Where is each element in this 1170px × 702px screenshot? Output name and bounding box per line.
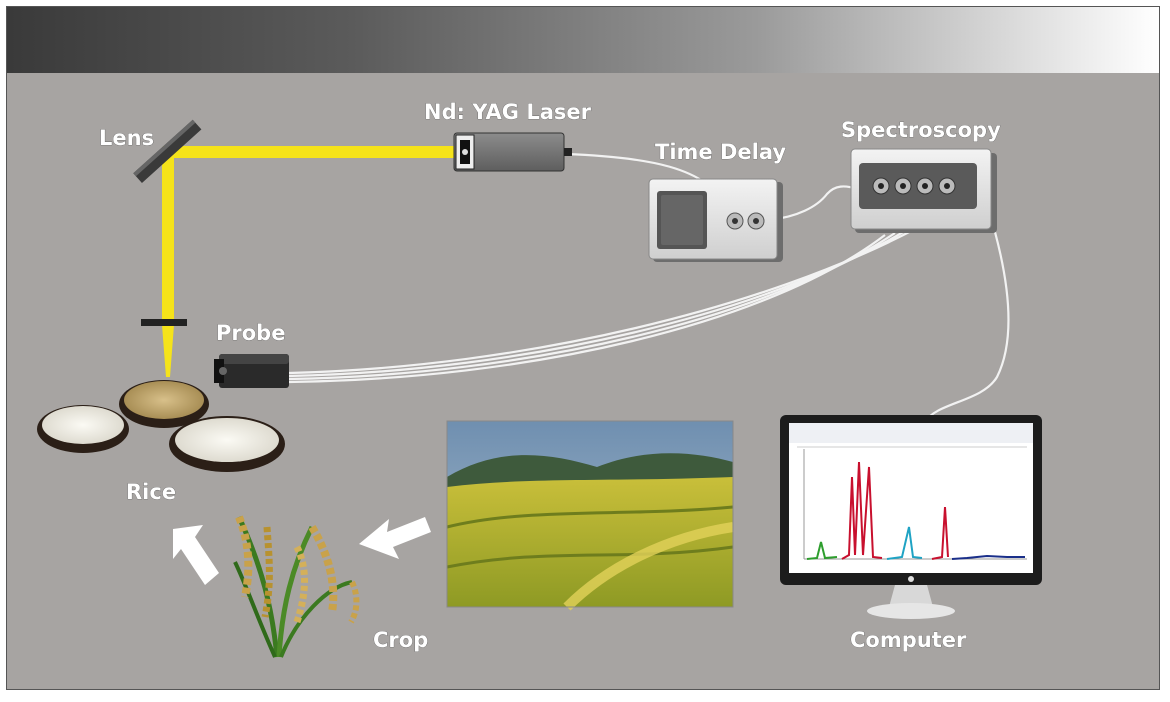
focus-lens-icon [141, 319, 187, 326]
header-bar [7, 7, 1159, 73]
spectrum-plot [806, 461, 1025, 560]
label-probe: Probe [216, 321, 285, 345]
rice-plant-icon [233, 515, 360, 658]
label-computer: Computer [850, 628, 967, 652]
label-rice: Rice [126, 480, 176, 504]
laser-icon [453, 132, 572, 172]
libs-setup-diagram: Lens Nd: YAG Laser Time Delay Spectrosco… [37, 100, 1042, 658]
lens-mirror-icon [133, 119, 202, 183]
fiber-cables [288, 152, 1010, 423]
laser-beam [162, 146, 458, 377]
rice-field-photo [446, 420, 734, 611]
label-time-delay: Time Delay [655, 140, 786, 164]
diagram-frame: Lens Nd: YAG Laser Time Delay Spectrosco… [6, 6, 1160, 690]
arrow-icon [173, 517, 431, 585]
spectrometer-icon [850, 148, 997, 233]
probe-icon [214, 354, 289, 388]
label-laser: Nd: YAG Laser [424, 100, 592, 124]
label-crop: Crop [373, 628, 428, 652]
label-spectroscopy: Spectroscopy [841, 118, 1001, 142]
rice-bowls-icon [37, 380, 285, 472]
time-delay-box-icon [648, 178, 783, 262]
computer-monitor-icon [780, 415, 1042, 619]
label-lens: Lens [99, 126, 154, 150]
